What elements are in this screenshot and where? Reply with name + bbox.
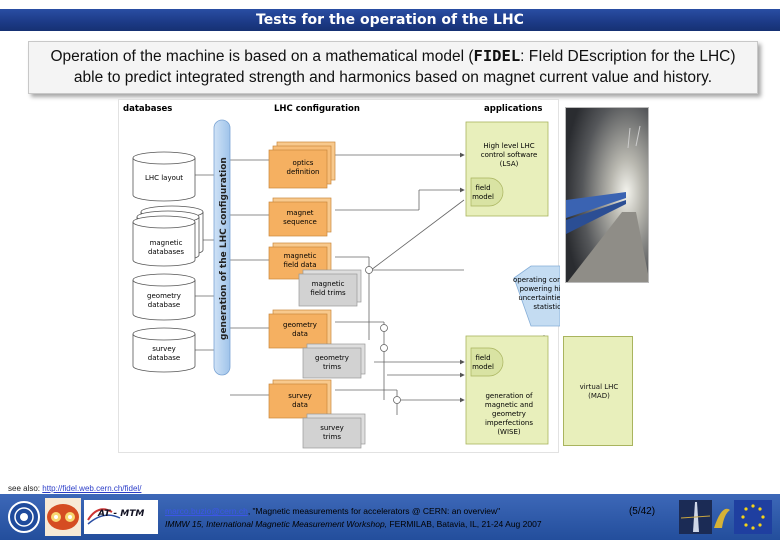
slide-title: Tests for the operation of the LHC [0,9,780,31]
svg-text:geometry: geometry [492,410,526,418]
config-geometry-trims: geometry trims [302,343,366,379]
lhc-tunnel-photo [565,107,649,283]
svg-text:model: model [472,363,494,371]
generation-bar: generation of the LHC configuration [213,119,231,376]
svg-text:data: data [292,330,308,338]
diagram-canvas: databases LHC configuration applications [123,104,560,449]
svg-text:imperfections: imperfections [485,419,533,427]
shark-logo [712,500,732,534]
svg-text:survey: survey [320,424,344,432]
svg-text:field trims: field trims [310,289,346,297]
eu-flag-logo [734,500,772,534]
svg-text:optics: optics [293,159,314,167]
intro-line-1: Operation of the machine is based on a m… [50,47,736,65]
svg-text:databases: databases [148,248,184,256]
config-optics-definition: optics definition [268,141,336,189]
svg-text:model: model [472,193,494,201]
svg-text:(WISE): (WISE) [497,428,521,436]
svg-text:magnetic: magnetic [312,280,345,288]
db-survey: survey database [132,327,196,373]
venue: FERMILAB, Batavia, IL, 21-24 Aug 2007 [387,519,542,529]
svg-text:magnetic and: magnetic and [485,401,533,409]
svg-text:uncertainties and: uncertainties and [518,294,560,302]
svg-text:data: data [292,401,308,409]
tunnel-logo [679,500,712,534]
connector-lines [195,152,545,415]
app-lsa: High level LHC control software (LSA) fi… [465,121,549,217]
svg-text:geometry: geometry [147,292,181,300]
svg-text:sequence: sequence [283,218,317,226]
workshop-name: IMMW 15, International Magnetic Measurem… [165,519,388,529]
magnet-logo [45,498,81,536]
header-lhc-configuration: LHC configuration [274,104,360,114]
svg-text:survey: survey [288,392,312,400]
svg-text:trims: trims [323,433,341,441]
svg-text:geometry: geometry [315,354,349,362]
talk-title: , "Magnetic measurements for accelerator… [247,506,501,516]
db-magnetic-stack: magnetic databases [132,205,204,267]
config-magnet-sequence: magnet sequence [268,197,332,237]
svg-text:definition: definition [287,168,320,176]
at-mtm-logo: AT - MTM [84,500,158,534]
intro-line-2: able to predict integrated strength and … [73,69,713,86]
svg-text:LHC layout: LHC layout [145,174,183,182]
svg-text:operating conditions: operating conditions [513,276,560,284]
svg-text:magnetic: magnetic [284,252,317,260]
svg-text:database: database [148,354,180,362]
see-also: see also: http://fidel.web.cern.ch/fidel… [8,484,142,493]
svg-text:control software: control software [481,151,538,159]
svg-text:(LSA): (LSA) [500,160,519,168]
citation: marco.buzio@cern.ch, "Magnetic measureme… [165,505,615,531]
config-magnetic-field-trims: magnetic field trims [298,269,362,307]
at-mtm-text: AT - MTM [98,509,145,519]
svg-text:field: field [475,354,490,362]
svg-text:survey: survey [152,345,176,353]
db-geometry: geometry database [132,273,196,321]
svg-text:statistics: statistics [533,303,560,311]
generation-label: generation of the LHC configuration [219,157,229,340]
svg-text:field data: field data [283,261,316,269]
cern-logo [7,500,41,534]
config-survey-trims: survey trims [302,413,366,449]
svg-text:magnet: magnet [286,209,313,217]
app-operating-conditions: operating conditions powering history un… [513,265,560,327]
app-wise: field model generation of magnetic and g… [465,335,549,445]
junction-circles [365,266,401,404]
page-number: (5/42) [628,506,656,517]
config-magnetic-field-data: magnetic field data [268,242,332,280]
header-databases: databases [123,104,172,114]
svg-text:magnetic: magnetic [150,239,183,247]
svg-text:trims: trims [323,363,341,371]
svg-text:field: field [475,184,490,192]
db-lhc-layout: LHC layout [132,151,196,202]
svg-text:geometry: geometry [283,321,317,329]
fidel-link[interactable]: http://fidel.web.cern.ch/fidel/ [42,484,142,493]
app-mad-box: virtual LHC (MAD) [563,336,633,446]
svg-text:database: database [148,301,180,309]
svg-text:powering history: powering history [520,285,560,293]
header-applications: applications [484,104,542,114]
intro-box: Operation of the machine is based on a m… [28,41,758,94]
author-email[interactable]: marco.buzio@cern.ch [165,506,248,516]
fidel-acronym: FIDEL [473,47,521,65]
fidel-diagram: databases LHC configuration applications [118,99,560,453]
config-geometry-data: geometry data [268,309,332,349]
svg-text:generation of: generation of [485,392,533,400]
config-survey-data: survey data [268,379,332,419]
svg-text:High level LHC: High level LHC [483,142,534,150]
